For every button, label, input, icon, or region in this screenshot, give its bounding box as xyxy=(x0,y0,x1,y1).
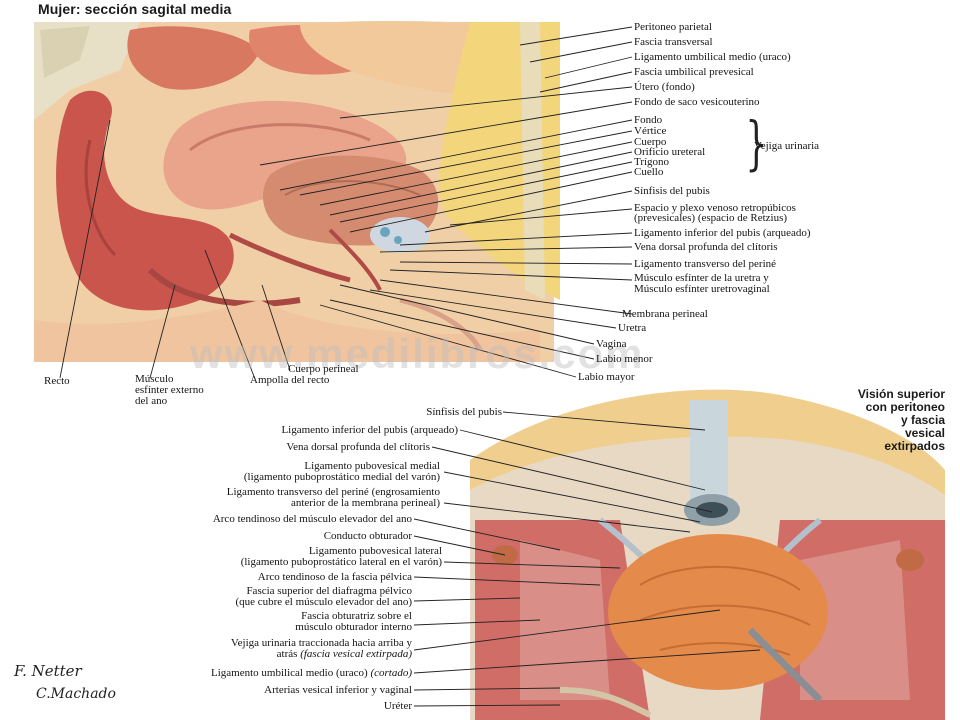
label-peritoneo-parietal: Peritoneo parietal xyxy=(634,21,712,33)
label-lower-ligamento-inferior: Ligamento inferior del pubis (arqueado) xyxy=(281,424,458,436)
label-arco-tendinoso-elevador: Arco tendinoso del músculo elevador del … xyxy=(212,513,412,525)
label-lower-vena-dorsal: Vena dorsal profunda del clítoris xyxy=(286,441,430,453)
label-pubovesical-medial: Ligamento pubovesical medial xyxy=(304,460,440,472)
label-utero-fondo: Útero (fondo) xyxy=(634,81,695,93)
label-esfinter-uretra: Músculo esfínter de la uretra y xyxy=(634,272,769,284)
label-obturador-interno: músculo obturador interno xyxy=(295,621,412,633)
label-ampolla-recto: Ampolla del recto xyxy=(250,374,330,386)
label-esfinter-externo: esfínter externo xyxy=(135,384,204,396)
label-vena-dorsal: Vena dorsal profunda del clítoris xyxy=(634,241,778,253)
artist-signature: F. Netter xyxy=(14,662,82,680)
bladder-brace: } xyxy=(745,109,768,177)
watermark: www.medilibros.com xyxy=(190,330,645,377)
label-sinfisis-pubis: Sínfisis del pubis xyxy=(634,185,710,197)
label-ligamento-inferior-pubis: Ligamento inferior del pubis (arqueado) xyxy=(634,227,811,239)
label-espacio-retzius: (prevesicales) (espacio de Retzius) xyxy=(634,212,788,224)
label-conducto-obturador: Conducto obturador xyxy=(323,530,412,542)
label-lower-sinfisis: Sínfisis del pubis xyxy=(426,406,502,418)
label-vejiga-urinaria: Vejiga urinaria xyxy=(754,140,820,152)
label-vejiga-fondo: Fondo xyxy=(634,114,663,126)
label-esfinter-uretrovaginal: Músculo esfínter uretrovaginal xyxy=(634,283,770,295)
label-arterias-vesical: Arterias vesical inferior y vaginal xyxy=(264,684,412,696)
label-fascia-obturatriz: Fascia obturatriz sobre el xyxy=(301,610,412,622)
label-ligamento-transverso: Ligamento transverso del periné xyxy=(634,258,777,270)
label-vejiga-cuerpo: Cuerpo xyxy=(634,136,667,148)
label-fascia-superior-diafragma: Fascia superior del diafragma pélvico xyxy=(246,585,412,597)
label-labio-menor: Labio menor xyxy=(596,353,653,365)
label-fondo-de-saco: Fondo de saco vesicouterino xyxy=(634,96,760,108)
plate-title: Mujer: sección sagital media xyxy=(38,1,232,17)
superior-view-subtitle: Visión superior con peritoneo y fascia v… xyxy=(857,387,945,453)
label-ureter: Uréter xyxy=(383,700,412,712)
sagittal-section-art xyxy=(34,20,560,362)
label-cuerpo-perineal: Cuerpo perineal xyxy=(288,363,359,375)
label-cuello: Cuello xyxy=(634,166,664,178)
label-puboprostatico-lateral: (ligamento puboprostático lateral en el … xyxy=(240,556,442,568)
label-ligamento-umbilical-medio: Ligamento umbilical medio (uraco) xyxy=(634,51,791,63)
label-puboprostatico-medial: (ligamento puboprostático medial del var… xyxy=(243,471,440,483)
artist-signature-2: C.Machado xyxy=(36,686,116,702)
label-arco-tendinoso-fascia: Arco tendinoso de la fascia pélvica xyxy=(257,571,412,583)
label-uretra: Uretra xyxy=(618,322,647,334)
label-espacio-retropubico: Espacio y plexo venoso retropúbicos xyxy=(634,202,796,214)
label-trigono: Trígono xyxy=(634,156,670,168)
label-fascia-umbilical-prevesical: Fascia umbilical prevesical xyxy=(634,66,754,78)
label-vejiga-vertice: Vértice xyxy=(634,125,667,137)
label-ligamento-umbilical-cortado: Ligamento umbilical medio (uraco) (corta… xyxy=(211,667,412,679)
label-musculo: Músculo xyxy=(135,373,174,385)
label-vagina: Vagina xyxy=(596,338,627,350)
label-cubre-elevador: (que cubre el músculo elevador del ano) xyxy=(235,596,412,608)
label-orificio-ureteral: Orificio ureteral xyxy=(634,146,706,158)
label-del-ano: del ano xyxy=(135,395,168,407)
label-atras-fascia-vesical: atrás (fascia vesical extirpada) xyxy=(276,648,412,660)
label-labio-mayor: Labio mayor xyxy=(578,371,635,383)
superior-view-art xyxy=(470,389,945,720)
label-transverso-engrosamiento: Ligamento transverso del periné (engrosa… xyxy=(226,486,440,498)
label-pubovesical-lateral: Ligamento pubovesical lateral xyxy=(308,545,442,557)
label-fascia-transversal: Fascia transversal xyxy=(634,36,713,48)
label-vejiga-traccionada: Vejiga urinaria traccionada hacia arriba… xyxy=(230,637,412,649)
label-membrana-perineal: Membrana perineal xyxy=(622,308,708,320)
leader-lines xyxy=(59,26,761,707)
label-recto: Recto xyxy=(44,375,70,387)
label-membrana-perineal-anterior: anterior de la membrana perineal) xyxy=(290,497,440,509)
